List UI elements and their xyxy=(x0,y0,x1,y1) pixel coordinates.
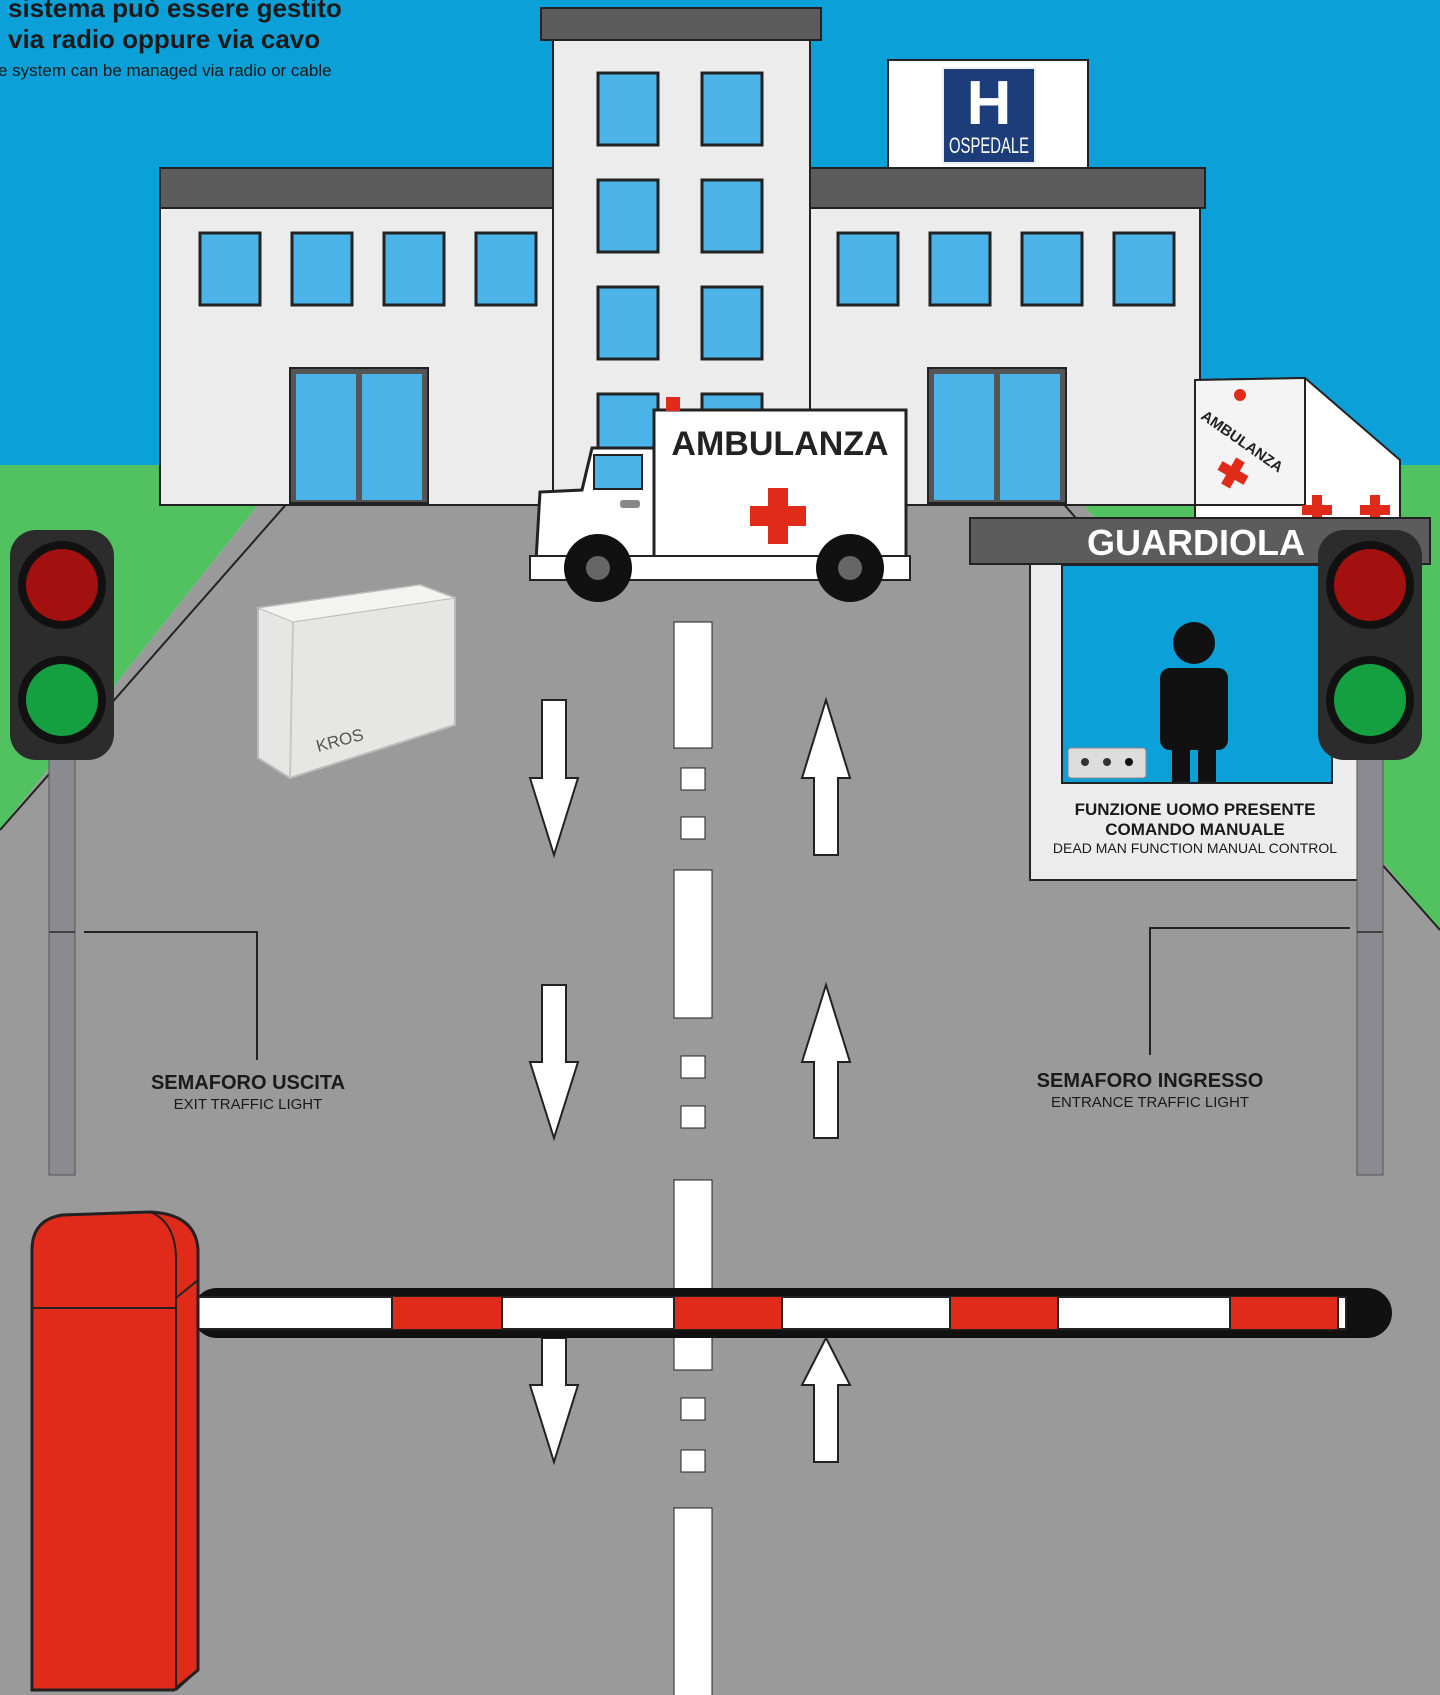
guard-booth xyxy=(969,517,1431,881)
guard-booth-caption-1: FUNZIONE UOMO PRESENTE xyxy=(1074,800,1316,819)
hospital-building xyxy=(159,7,1206,509)
exit-light-sublabel: EXIT TRAFFIC LIGHT xyxy=(173,1096,323,1113)
exit-lane-arrows xyxy=(528,699,580,1466)
header-line-3: e system can be managed via radio or cab… xyxy=(0,61,332,80)
entrance-light-label: SEMAFORO INGRESSO xyxy=(1036,1070,1264,1092)
guard-booth-caption-2: COMANDO MANUALE xyxy=(1105,820,1285,839)
guard-booth-caption-3: DEAD MAN FUNCTION MANUAL CONTROL xyxy=(1052,840,1338,856)
hospital-sign-letter: H xyxy=(967,69,1012,138)
exit-traffic-light xyxy=(10,530,114,1176)
entrance-traffic-light xyxy=(1318,530,1422,1176)
controller-box: KROS xyxy=(256,583,456,780)
barrier-cabinet xyxy=(30,1210,200,1692)
hospital-sign: H OSPEDALE xyxy=(887,59,1089,169)
entrance-light-sublabel: ENTRANCE TRAFFIC LIGHT xyxy=(1050,1094,1250,1111)
exit-light-leader xyxy=(84,931,258,1060)
entrance-light-leader xyxy=(1149,927,1350,1055)
ambulance-main: AMBULANZA xyxy=(529,397,911,602)
header-line-2: via radio oppure via cavo xyxy=(8,24,321,54)
exit-light-label: SEMAFORO USCITA xyxy=(150,1072,346,1094)
hospital-sign-label: OSPEDALE xyxy=(949,133,1029,158)
ambulance-side: AMBULANZA xyxy=(1194,376,1401,525)
header-line-1: sistema può essere gestito xyxy=(8,0,342,23)
guard-booth-title: GUARDIOLA xyxy=(1087,522,1305,563)
entrance-lane-arrows xyxy=(800,696,852,1463)
centre-line xyxy=(673,621,713,1695)
ambulance-main-label: AMBULANZA xyxy=(671,425,888,463)
barrier-arm xyxy=(192,1288,1392,1338)
